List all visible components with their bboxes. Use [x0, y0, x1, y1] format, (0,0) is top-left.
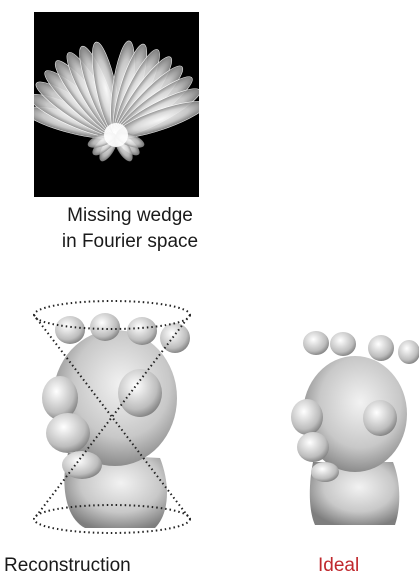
- fourier-center: [104, 123, 128, 147]
- reconstruction-caption: Reconstruction: [0, 553, 189, 579]
- fourier-caption-line1: Missing wedge: [40, 203, 220, 229]
- ideal-eye: [363, 400, 397, 436]
- reconstruction-image: [30, 283, 195, 545]
- fourier-caption: Missing wedge in Fourier space: [40, 203, 220, 255]
- ideal-caption: Ideal: [318, 553, 408, 579]
- recon-eye: [118, 369, 162, 417]
- fourier-caption-line2: in Fourier space: [40, 229, 220, 255]
- ideal-image: [283, 322, 419, 530]
- fourier-space-image: [34, 12, 199, 197]
